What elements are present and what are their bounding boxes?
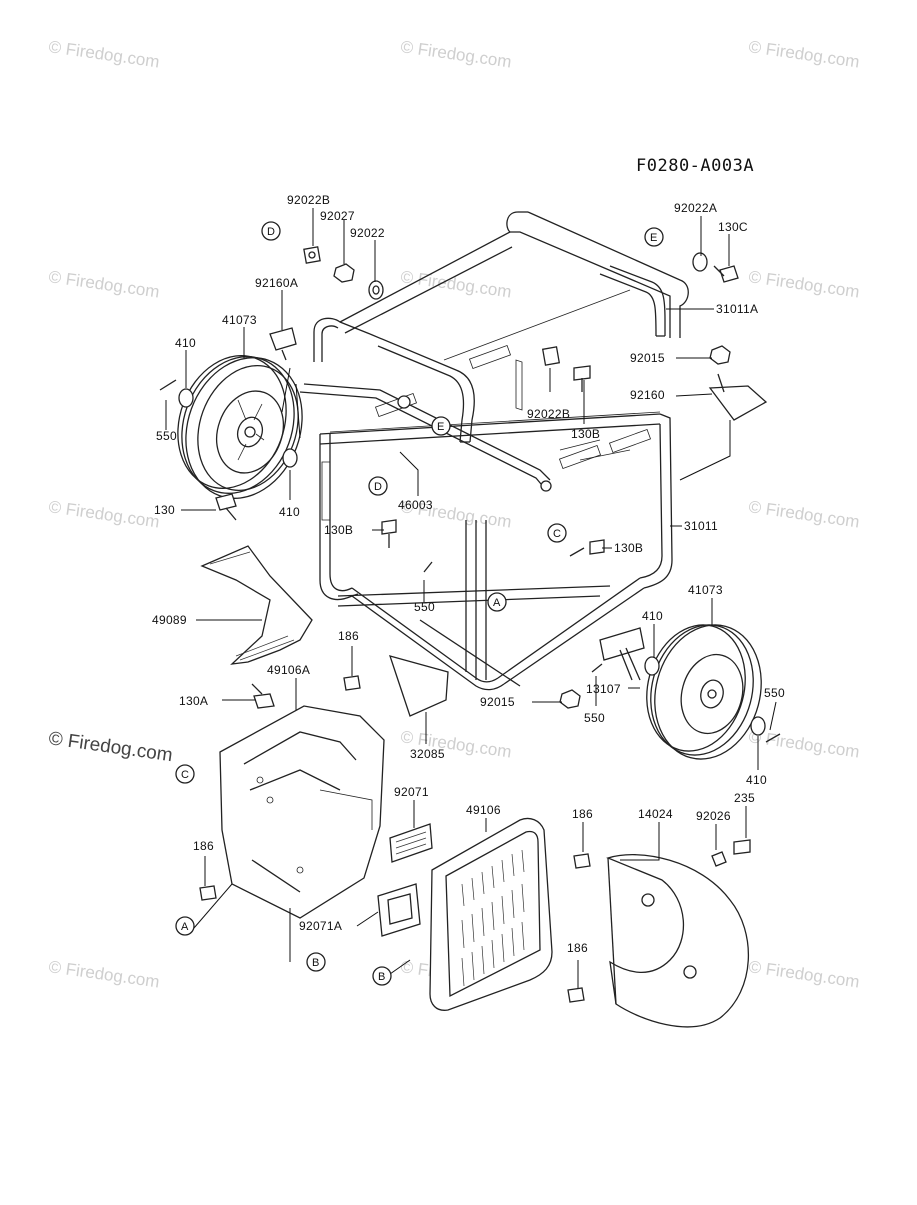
part-label: 235 bbox=[734, 791, 755, 805]
part-label: 49106A bbox=[267, 663, 310, 677]
callout-letter: D bbox=[267, 226, 275, 238]
callout-marker: C bbox=[547, 523, 567, 543]
part-label: 92022B bbox=[287, 193, 330, 207]
leader-lines bbox=[165, 208, 777, 988]
callout-letter: E bbox=[437, 421, 444, 433]
part-label: 130C bbox=[718, 220, 748, 234]
callout-marker: B bbox=[306, 952, 326, 972]
part-label: 186 bbox=[572, 807, 593, 821]
grille-parts bbox=[377, 823, 433, 937]
part-label: 92071A bbox=[299, 919, 342, 933]
diagram-code: F0280-A003A bbox=[636, 156, 754, 176]
part-label: 550 bbox=[156, 429, 177, 443]
callout-letter: C bbox=[181, 769, 189, 781]
wheel-left-41073 bbox=[177, 355, 303, 499]
part-labels: 92022B 92027 92022 92022A 130C 92160A 41… bbox=[152, 193, 785, 955]
callout-marker: E bbox=[431, 416, 451, 436]
callout-marker: E bbox=[644, 227, 664, 247]
watermark-text: © Firedog.com bbox=[747, 267, 860, 301]
part-label: 92022B bbox=[527, 407, 570, 421]
part-label: 186 bbox=[338, 629, 359, 643]
callout-letter: A bbox=[181, 921, 189, 933]
wheel-right-41073 bbox=[646, 624, 762, 760]
part-label: 130 bbox=[154, 503, 175, 517]
callout-letter: A bbox=[493, 597, 501, 609]
cover-49106 bbox=[429, 817, 553, 1011]
part-label: 186 bbox=[193, 839, 214, 853]
watermark-text: © Firedog.com bbox=[47, 497, 160, 531]
callout-marker: D bbox=[368, 476, 388, 496]
callout-marker: A bbox=[487, 592, 507, 612]
housing-49106A bbox=[219, 705, 385, 919]
callout-letter: B bbox=[378, 971, 385, 983]
part-label: 410 bbox=[746, 773, 767, 787]
watermark-main: © Firedog.com bbox=[47, 728, 174, 766]
callout-marker: C bbox=[175, 764, 195, 784]
callout-letter: E bbox=[650, 232, 657, 244]
part-label: 92015 bbox=[480, 695, 515, 709]
axle-13107 bbox=[599, 627, 645, 681]
shield-49089 bbox=[200, 545, 313, 665]
watermark-text: © Firedog.com bbox=[747, 37, 860, 71]
part-label: 41073 bbox=[688, 583, 723, 597]
part-label: 49089 bbox=[152, 613, 187, 627]
part-label: 550 bbox=[584, 711, 605, 725]
part-label: 186 bbox=[567, 941, 588, 955]
part-label: 31011 bbox=[684, 519, 718, 533]
part-label: 130B bbox=[324, 523, 353, 537]
part-label: 92022A bbox=[674, 201, 717, 215]
watermark-text: © Firedog.com bbox=[399, 37, 512, 71]
callout-marker: A bbox=[175, 916, 195, 936]
frame-31011 bbox=[299, 211, 689, 691]
part-label: 14024 bbox=[638, 807, 673, 821]
part-label: 49106 bbox=[466, 803, 501, 817]
part-label: 550 bbox=[764, 686, 785, 700]
callout-markers: D E E D C A C A B B bbox=[175, 221, 664, 986]
part-label: 130B bbox=[571, 427, 600, 441]
part-label: 92160A bbox=[255, 276, 298, 290]
part-label: 130A bbox=[179, 694, 208, 708]
callout-marker: B bbox=[372, 966, 392, 986]
part-label: 550 bbox=[414, 600, 435, 614]
part-label: 410 bbox=[642, 609, 663, 623]
watermark-text: © Firedog.com bbox=[747, 497, 860, 531]
part-label: 410 bbox=[175, 336, 196, 350]
part-label: 32085 bbox=[410, 747, 445, 761]
part-label: 92026 bbox=[696, 809, 731, 823]
callout-letter: D bbox=[374, 481, 382, 493]
watermark-text: © Firedog.com bbox=[747, 727, 860, 761]
part-label: 41073 bbox=[222, 313, 257, 327]
part-label: 130B bbox=[614, 541, 643, 555]
guard-14024 bbox=[606, 854, 750, 1028]
watermark-text: © Firedog.com bbox=[47, 267, 160, 301]
part-label: 92071 bbox=[394, 785, 429, 799]
part-label: 13107 bbox=[586, 682, 621, 696]
part-label: 92015 bbox=[630, 351, 665, 365]
watermark-text: © Firedog.com bbox=[47, 37, 160, 71]
bracket-32085 bbox=[388, 655, 449, 717]
part-label: 46003 bbox=[398, 498, 433, 512]
part-label: 92027 bbox=[320, 209, 355, 223]
part-label: 31011A bbox=[716, 302, 758, 316]
watermark-text: © Firedog.com bbox=[47, 957, 160, 991]
callout-marker: D bbox=[261, 221, 281, 241]
part-label: 410 bbox=[279, 505, 300, 519]
part-label: 92022 bbox=[350, 226, 385, 240]
callout-letter: C bbox=[553, 528, 561, 540]
part-label: 92160 bbox=[630, 388, 665, 402]
watermark-text: © Firedog.com bbox=[747, 957, 860, 991]
callout-letter: B bbox=[312, 957, 319, 969]
